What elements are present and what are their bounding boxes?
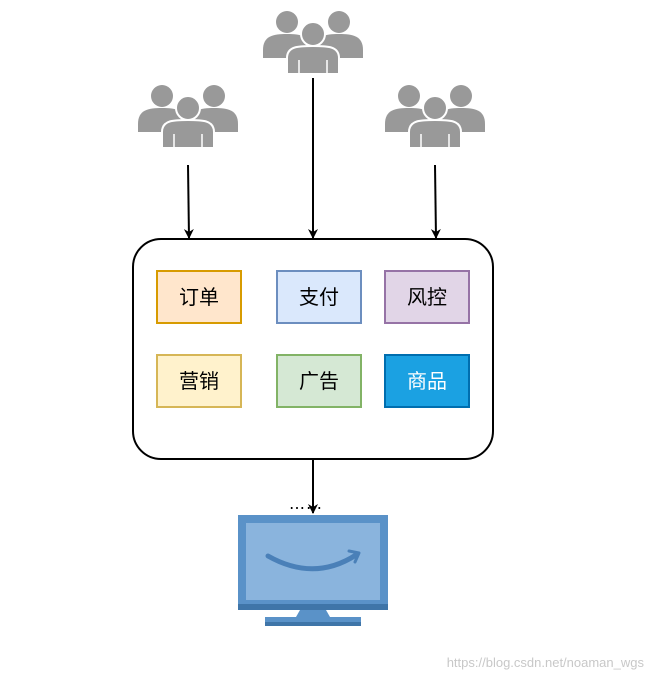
module-payment[interactable]: 支付 — [276, 270, 362, 324]
ellipsis-label: …… — [289, 494, 323, 513]
users-group-icon — [262, 10, 364, 75]
arrow-right-users-to-system — [430, 164, 441, 239]
arrow-left-users-to-system — [183, 164, 194, 239]
module-label: 订单 — [179, 285, 219, 309]
module-marketing[interactable]: 营销 — [156, 354, 242, 408]
module-product[interactable]: 商品 — [384, 354, 470, 408]
module-label: 风控 — [407, 285, 447, 309]
module-label: 营销 — [179, 369, 219, 393]
module-label: 广告 — [299, 369, 339, 393]
module-order[interactable]: 订单 — [156, 270, 242, 324]
module-label: 支付 — [299, 285, 339, 309]
module-ads[interactable]: 广告 — [276, 354, 362, 408]
users-group-icon — [384, 84, 486, 149]
module-label: 商品 — [407, 369, 447, 393]
users-group-icon — [137, 84, 239, 149]
module-risk-control[interactable]: 风控 — [384, 270, 470, 324]
watermark-text: https://blog.csdn.net/noaman_wgs — [446, 655, 644, 670]
amazon-monitor-icon — [238, 515, 388, 626]
